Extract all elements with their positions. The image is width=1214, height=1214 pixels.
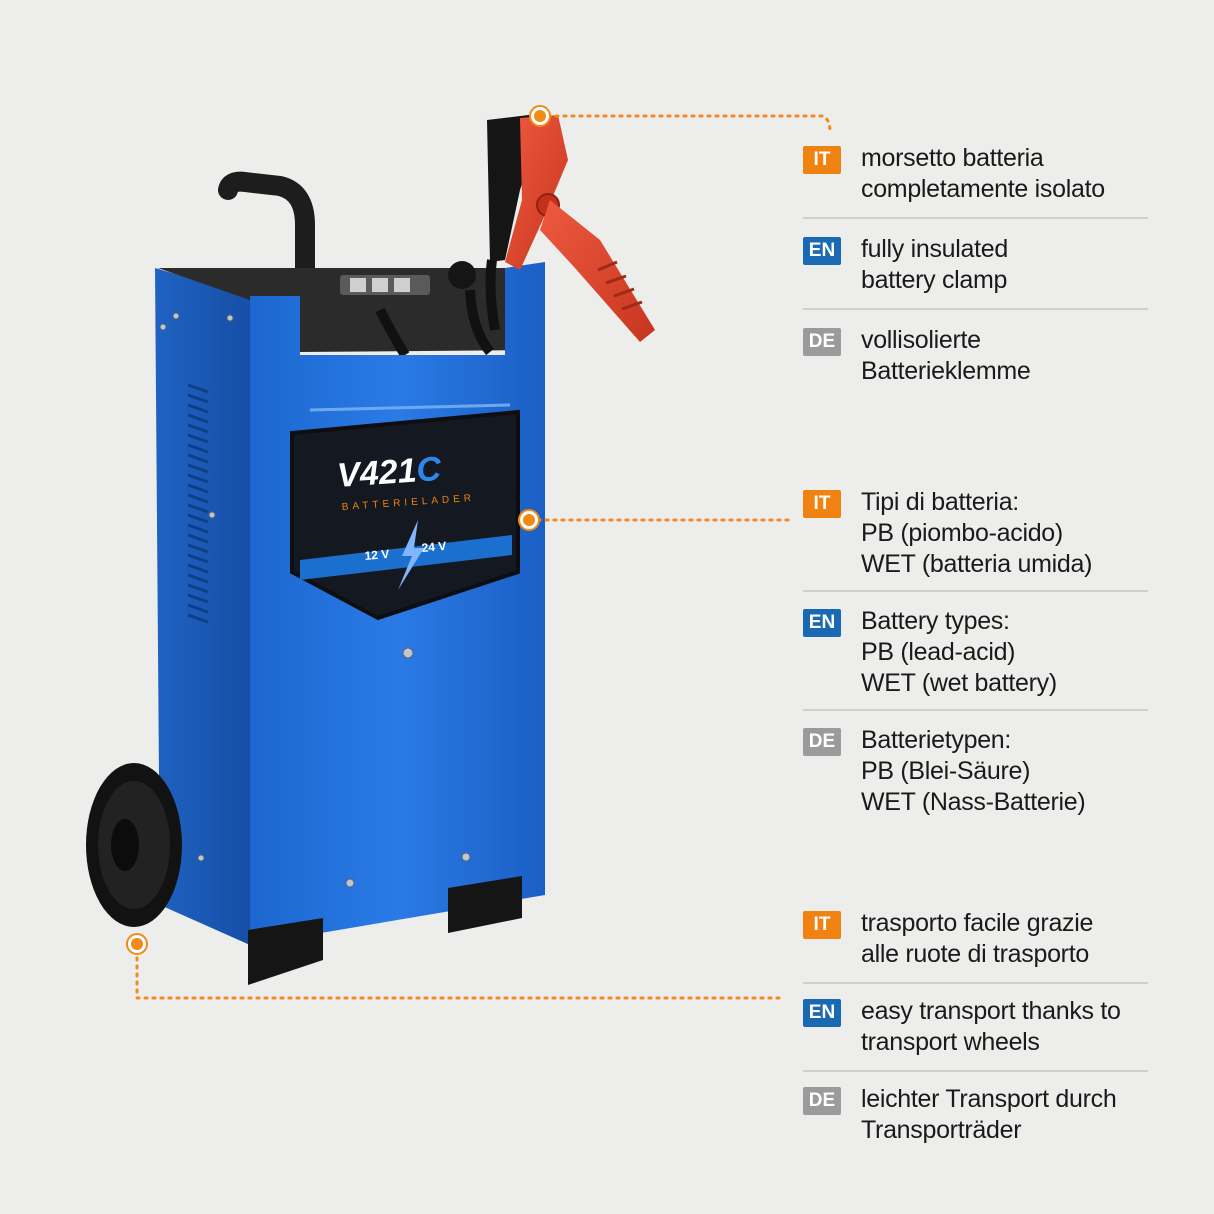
lang-badge-en: EN	[803, 237, 841, 265]
side-vents	[187, 383, 209, 624]
feature-clamp-de: DE vollisolierte Batterieklemme	[803, 308, 1148, 387]
top-compartment	[158, 268, 545, 352]
feature-wheels-en: EN easy transport thanks to transport wh…	[803, 982, 1148, 1070]
feature-battery-types: IT Tipi di batteria: PB (piombo-acido) W…	[803, 487, 1148, 818]
voltage-left-label: 12 V	[364, 547, 390, 563]
feature-text: Tipi di batteria: PB (piombo-acido) WET …	[861, 488, 1093, 578]
feature-wheels-it: IT trasporto facile grazie alle ruote di…	[803, 908, 1148, 982]
transport-wheel	[86, 763, 182, 927]
lang-badge-de: DE	[803, 328, 841, 356]
feature-clamp-it: IT morsetto batteria completamente isola…	[803, 143, 1148, 217]
lang-badge-it: IT	[803, 911, 841, 939]
feature-battery-types-de: DE Batterietypen: PB (Blei-Säure) WET (N…	[803, 709, 1148, 818]
feature-wheels: IT trasporto facile grazie alle ruote di…	[803, 908, 1148, 1146]
feature-text: Battery types: PB (lead-acid) WET (wet b…	[861, 607, 1057, 697]
panel-screws	[159, 312, 471, 888]
feature-text: trasporto facile grazie alle ruote di tr…	[861, 909, 1094, 968]
feature-clamp-en: EN fully insulated battery clamp	[803, 217, 1148, 308]
feature-battery-types-it: IT Tipi di batteria: PB (piombo-acido) W…	[803, 487, 1148, 590]
feature-text: Batterietypen: PB (Blei-Säure) WET (Nass…	[861, 726, 1086, 816]
lang-badge-de: DE	[803, 728, 841, 756]
voltage-right-label: 24 V	[421, 539, 447, 555]
feature-text: morsetto batteria completamente isolato	[861, 144, 1105, 203]
lang-badge-en: EN	[803, 999, 841, 1027]
feature-clamp: IT morsetto batteria completamente isola…	[803, 143, 1148, 387]
cart-handle	[218, 171, 315, 305]
lang-badge-it: IT	[803, 146, 841, 174]
feature-wheels-de: DE leichter Transport durch Transporträd…	[803, 1070, 1148, 1146]
front-foot-right	[448, 876, 522, 933]
side-panel	[155, 268, 250, 945]
feature-text: fully insulated battery clamp	[861, 235, 1008, 294]
feature-text: leichter Transport durch Transporträder	[861, 1085, 1117, 1144]
model-name: V421C	[336, 450, 443, 495]
red-battery-clamp	[505, 115, 655, 342]
feature-battery-types-en: EN Battery types: PB (lead-acid) WET (we…	[803, 590, 1148, 709]
lang-badge-de: DE	[803, 1087, 841, 1115]
lang-badge-it: IT	[803, 490, 841, 518]
lightning-bolt-icon	[398, 520, 424, 590]
feature-text: vollisolierte Batterieklemme	[861, 326, 1031, 385]
lang-badge-en: EN	[803, 609, 841, 637]
feature-text: easy transport thanks to transport wheel…	[861, 997, 1121, 1056]
